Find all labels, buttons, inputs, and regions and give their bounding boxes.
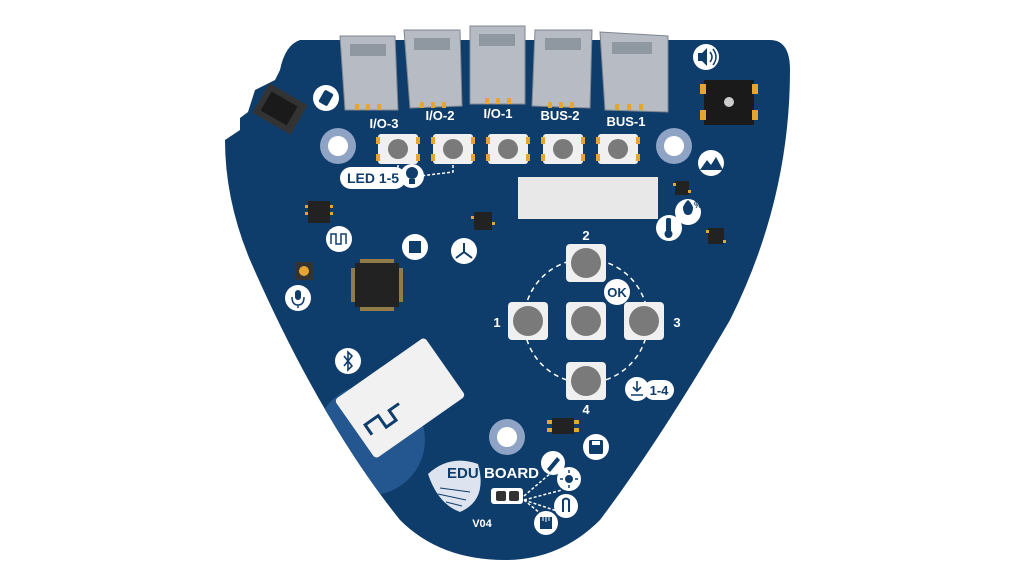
connector-label-bus1: BUS-1 [606, 114, 645, 129]
connector-3 [469, 25, 526, 105]
board-name-right: BOARD [484, 465, 539, 482]
button-right[interactable] [624, 302, 664, 340]
button-up-label: 2 [582, 228, 589, 243]
connector-label-io3: I/O-3 [370, 116, 399, 131]
microphone-icon [285, 285, 311, 311]
connector-1 [339, 35, 399, 111]
button-down-label: 4 [582, 402, 590, 417]
usb-icon [313, 85, 339, 111]
connector-5 [599, 31, 669, 113]
button-press-icon [625, 377, 649, 401]
button-left-label: 1 [493, 315, 500, 330]
eeprom-chip [547, 418, 579, 434]
buzzer [700, 80, 758, 125]
svg-text:%: % [694, 200, 702, 210]
led-1 [376, 134, 420, 164]
bluetooth-module [335, 338, 465, 458]
chip-icon [402, 234, 428, 260]
light-sensor-icon [557, 467, 581, 491]
gyro-chip [471, 212, 495, 230]
board-logo [428, 460, 481, 512]
leds-label: LED 1-5 [347, 170, 399, 186]
gyro-icon [451, 238, 477, 264]
led-3 [486, 134, 530, 164]
button-center[interactable] [566, 302, 606, 340]
connector-2 [403, 29, 463, 109]
connector-4 [531, 29, 593, 109]
board-version: V04 [472, 518, 492, 530]
humidity-icon: % [675, 199, 702, 225]
bluetooth-icon [335, 348, 361, 374]
button-up[interactable] [566, 244, 606, 282]
button-left[interactable] [508, 302, 548, 340]
jumper-header [491, 488, 523, 504]
touch-icon [554, 494, 578, 518]
lightbulb-icon [400, 164, 424, 188]
board-name-left: EDU [447, 465, 479, 482]
square-wave-icon [326, 226, 352, 252]
ruler-icon [534, 511, 558, 535]
buttons-range-label: 1-4 [650, 383, 670, 398]
pen-icon [541, 451, 565, 475]
mounting-hole-right [656, 128, 692, 164]
microphone [295, 262, 313, 280]
mounting-hole-left [320, 128, 356, 164]
led-4 [541, 134, 585, 164]
speaker-icon [693, 44, 719, 70]
connector-label-bus2: BUS-2 [540, 108, 579, 123]
thermometer-icon [656, 215, 682, 241]
oscillator-chip [305, 201, 333, 223]
button-right-label: 3 [673, 315, 680, 330]
button-down[interactable] [566, 362, 606, 400]
led-2 [431, 134, 475, 164]
mounting-hole-bottom [489, 419, 525, 455]
save-icon [583, 434, 609, 460]
microcontroller-chip [351, 259, 403, 311]
oled-display [518, 177, 658, 219]
landscape-icon [698, 150, 724, 176]
connector-label-io1: I/O-1 [484, 106, 513, 121]
led-5 [596, 134, 640, 164]
temp-sensor-chip [706, 228, 726, 244]
connector-label-io2: I/O-2 [426, 108, 455, 123]
ok-label: OK [607, 285, 627, 300]
usb-port [252, 83, 308, 135]
pressure-sensor-chip [673, 181, 691, 195]
